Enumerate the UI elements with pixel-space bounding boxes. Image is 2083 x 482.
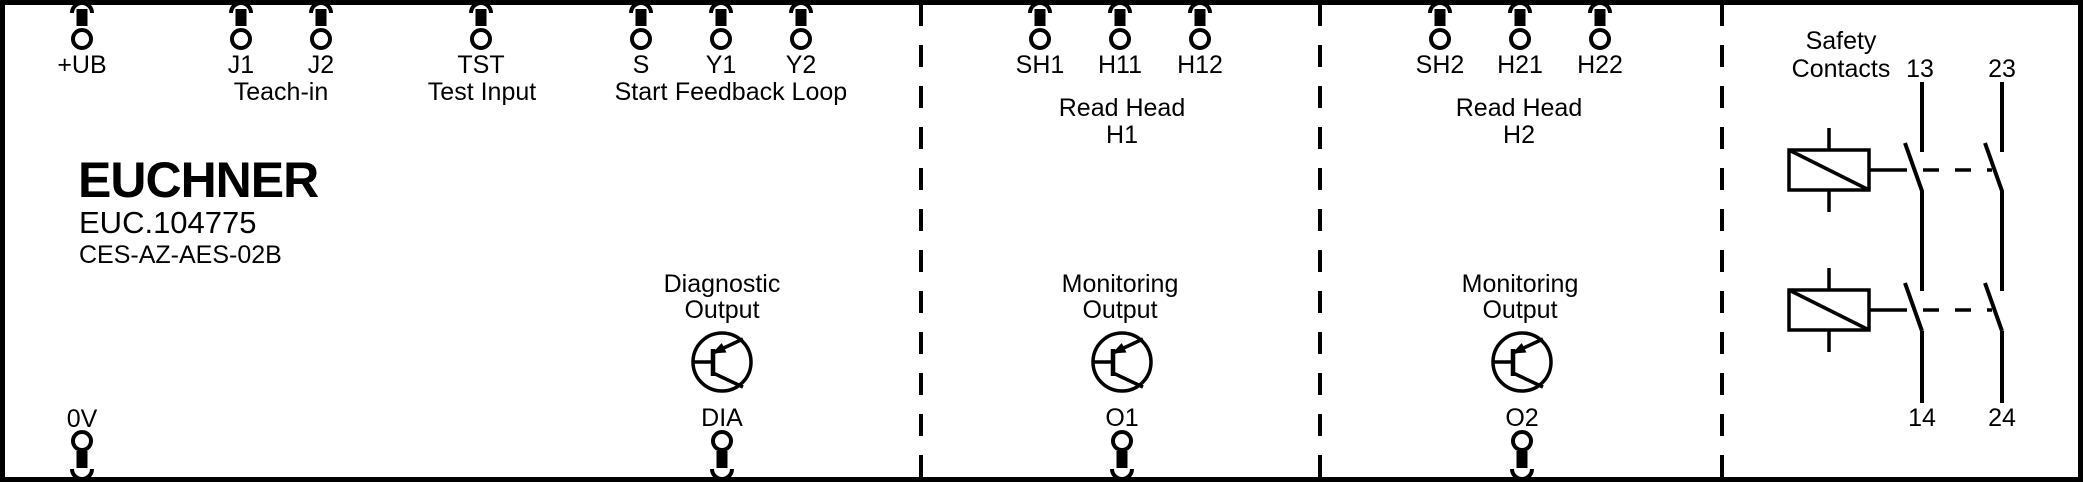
monitoring-output-1: Monitoring Output — [1062, 270, 1179, 391]
contact-13-label: 13 — [1906, 55, 1934, 83]
terminal-dia: DIA — [701, 404, 743, 481]
monitoring-output-1-line1: Monitoring — [1062, 270, 1179, 298]
terminal-tst: TST — [457, 1, 505, 79]
section-safety-contacts-label: Safety Contacts — [1792, 27, 1891, 83]
article-number: EUC.104775 — [79, 205, 257, 240]
terminal-o2-label: O2 — [1505, 404, 1538, 432]
terminal-y2: Y2 — [786, 1, 817, 79]
read-head-h1-line2: H1 — [1106, 121, 1138, 149]
section-read-head-h2-label: Read Head H2 — [1456, 94, 1582, 149]
section-test-input-label: Test Input — [428, 78, 536, 106]
monitoring-output-2: Monitoring Output — [1462, 270, 1579, 391]
terminal-h12: H12 — [1177, 1, 1223, 79]
terminal-s: S — [629, 1, 653, 79]
terminal-y2-label: Y2 — [786, 51, 817, 79]
terminal-dia-label: DIA — [701, 404, 743, 432]
terminal-o2: O2 — [1505, 404, 1539, 481]
monitoring-output-1-line2: Output — [1082, 296, 1157, 324]
contact-23-label: 23 — [1988, 55, 2016, 83]
transistor-icon — [1093, 333, 1151, 391]
diagnostic-output: Diagnostic Output — [664, 270, 781, 391]
terminal-h11-label: H11 — [1098, 51, 1142, 79]
terminal-h21: H21 — [1497, 1, 1543, 79]
section-teach-in-label: Teach-in — [234, 78, 329, 106]
terminal-h22-label: H22 — [1577, 51, 1623, 79]
read-head-h2-line1: Read Head — [1456, 94, 1582, 122]
terminal-h11: H11 — [1098, 1, 1142, 79]
terminal-j1: J1 — [228, 1, 254, 79]
contact-14-label: 14 — [1908, 404, 1936, 432]
diagnostic-output-line1: Diagnostic — [664, 270, 781, 298]
terminal-sh2: SH2 — [1416, 1, 1465, 79]
terminal-ub: +UB — [57, 1, 107, 79]
section-feedback-loop-label: Feedback Loop — [675, 78, 847, 106]
read-head-h2-line2: H2 — [1503, 121, 1535, 149]
terminal-0v: 0V — [67, 405, 98, 481]
brand-logo: EUCHNER — [78, 152, 319, 208]
transistor-icon — [693, 333, 751, 391]
monitoring-output-2-line2: Output — [1482, 296, 1557, 324]
model-number: CES-AZ-AES-02B — [79, 241, 282, 269]
terminal-sh1-label: SH1 — [1016, 51, 1065, 79]
brand-block: EUCHNER EUC.104775 CES-AZ-AES-02B — [78, 152, 320, 269]
terminal-s-label: S — [633, 51, 650, 79]
terminal-0v-label: 0V — [67, 405, 98, 433]
safety-contact-circuit: 13 23 14 24 — [1787, 55, 2016, 432]
terminal-o1-label: O1 — [1105, 404, 1138, 432]
safety-contacts-line2: Contacts — [1792, 55, 1891, 83]
terminal-tst-label: TST — [457, 51, 504, 79]
terminal-j2: J2 — [308, 1, 334, 79]
terminal-sh2-label: SH2 — [1416, 51, 1465, 79]
transistor-icon — [1493, 333, 1551, 391]
diagnostic-output-line2: Output — [684, 296, 759, 324]
terminal-h22: H22 — [1577, 1, 1623, 79]
terminal-sh1: SH1 — [1016, 1, 1065, 79]
terminal-o1: O1 — [1105, 404, 1139, 481]
contact-24-label: 24 — [1988, 404, 2016, 432]
terminal-h12-label: H12 — [1177, 51, 1223, 79]
safety-contacts-line1: Safety — [1806, 27, 1877, 55]
terminal-j1-label: J1 — [228, 51, 254, 79]
terminal-y1: Y1 — [706, 1, 737, 79]
terminal-y1-label: Y1 — [706, 51, 737, 79]
section-start-label: Start — [615, 78, 668, 106]
section-read-head-h1-label: Read Head H1 — [1059, 94, 1185, 149]
monitoring-output-2-line1: Monitoring — [1462, 270, 1579, 298]
terminal-ub-label: +UB — [57, 51, 106, 79]
terminal-j2-label: J2 — [308, 51, 334, 79]
read-head-h1-line1: Read Head — [1059, 94, 1185, 122]
terminal-h21-label: H21 — [1497, 51, 1543, 79]
